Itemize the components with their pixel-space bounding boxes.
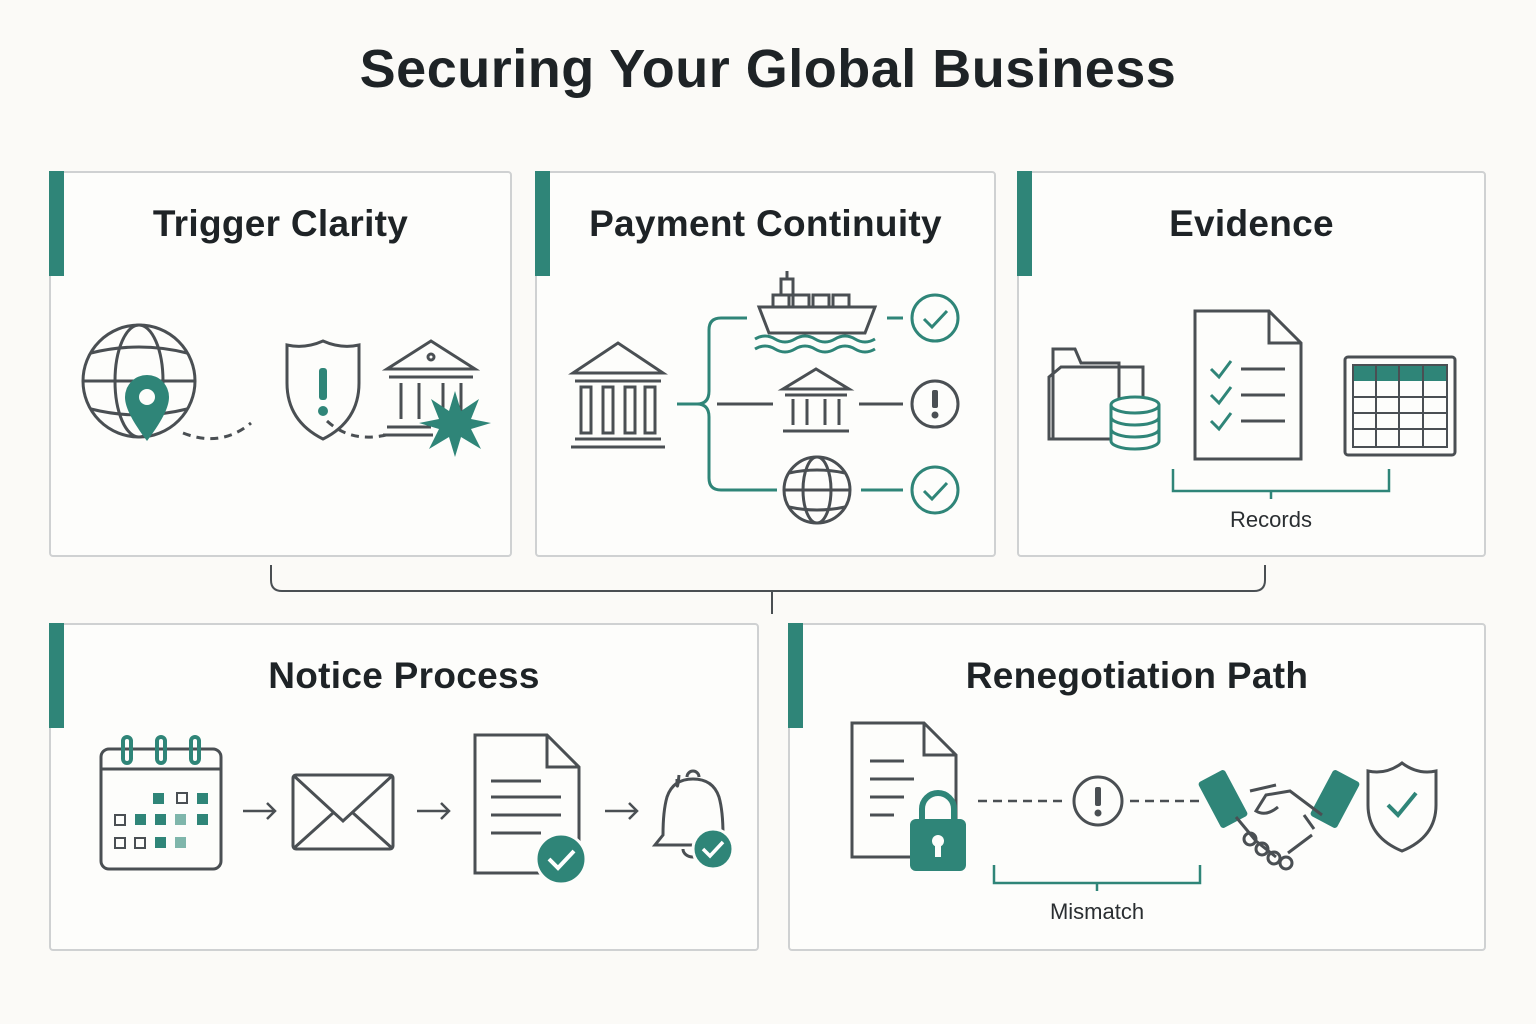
handshake-icon (1198, 770, 1360, 871)
location-pin-icon (125, 375, 169, 441)
panel-title: Notice Process (268, 655, 540, 696)
bank-icon (777, 367, 855, 433)
payment-continuity-illustration (568, 271, 960, 525)
alert-circle-icon (910, 379, 960, 429)
evidence-illustration: Records (1047, 309, 1457, 532)
panel-title: Renegotiation Path (965, 655, 1309, 696)
records-bracket (1171, 469, 1391, 499)
database-icon (1109, 395, 1161, 451)
envelope-icon (291, 773, 395, 851)
panel-accent-bar (49, 171, 64, 276)
panel-trigger-clarity: Trigger Clarity (49, 171, 512, 557)
trigger-clarity-illustration (81, 323, 491, 457)
renegotiation-illustration: Mismatch (850, 721, 1438, 924)
burst-icon (419, 391, 491, 457)
arrow-icon (417, 802, 451, 820)
bell-check-icon (651, 769, 735, 871)
globe-icon (782, 455, 852, 525)
document-check-icon (473, 733, 588, 886)
panel-renegotiation-path: Renegotiation Path Mismatch (788, 623, 1486, 951)
panel-accent-bar (535, 171, 550, 276)
page-title: Securing Your Global Business (359, 39, 1177, 99)
cargo-ship-icon (756, 271, 878, 335)
alert-circle-icon (1072, 775, 1124, 827)
shield-check-icon (1366, 761, 1438, 853)
bank-icon (381, 339, 481, 437)
mismatch-bracket (992, 865, 1202, 891)
arrow-icon (605, 802, 639, 820)
panel-payment-continuity: Payment Continuity (535, 171, 996, 557)
panel-accent-bar (49, 623, 64, 728)
panel-evidence: Evidence (1017, 171, 1486, 557)
panel-notice-process: Notice Process (49, 623, 759, 951)
water-waves (754, 334, 876, 354)
locked-document-icon (850, 721, 966, 871)
panel-accent-bar (1017, 171, 1032, 276)
mismatch-caption: Mismatch (1050, 899, 1144, 924)
notice-process-illustration (99, 733, 735, 886)
spreadsheet-icon (1343, 355, 1457, 457)
records-caption: Records (1230, 507, 1312, 532)
check-circle-icon (910, 293, 960, 343)
checklist-document-icon (1193, 309, 1303, 461)
panel-title: Trigger Clarity (152, 203, 409, 244)
calendar-icon (99, 735, 223, 871)
check-circle-icon (910, 465, 960, 515)
panel-title: Payment Continuity (589, 203, 942, 244)
arrow-icon (243, 802, 277, 820)
bank-icon (568, 341, 668, 449)
shield-alert-icon (285, 339, 361, 441)
panel-accent-bar (788, 623, 803, 728)
panel-title: Evidence (1169, 203, 1334, 244)
